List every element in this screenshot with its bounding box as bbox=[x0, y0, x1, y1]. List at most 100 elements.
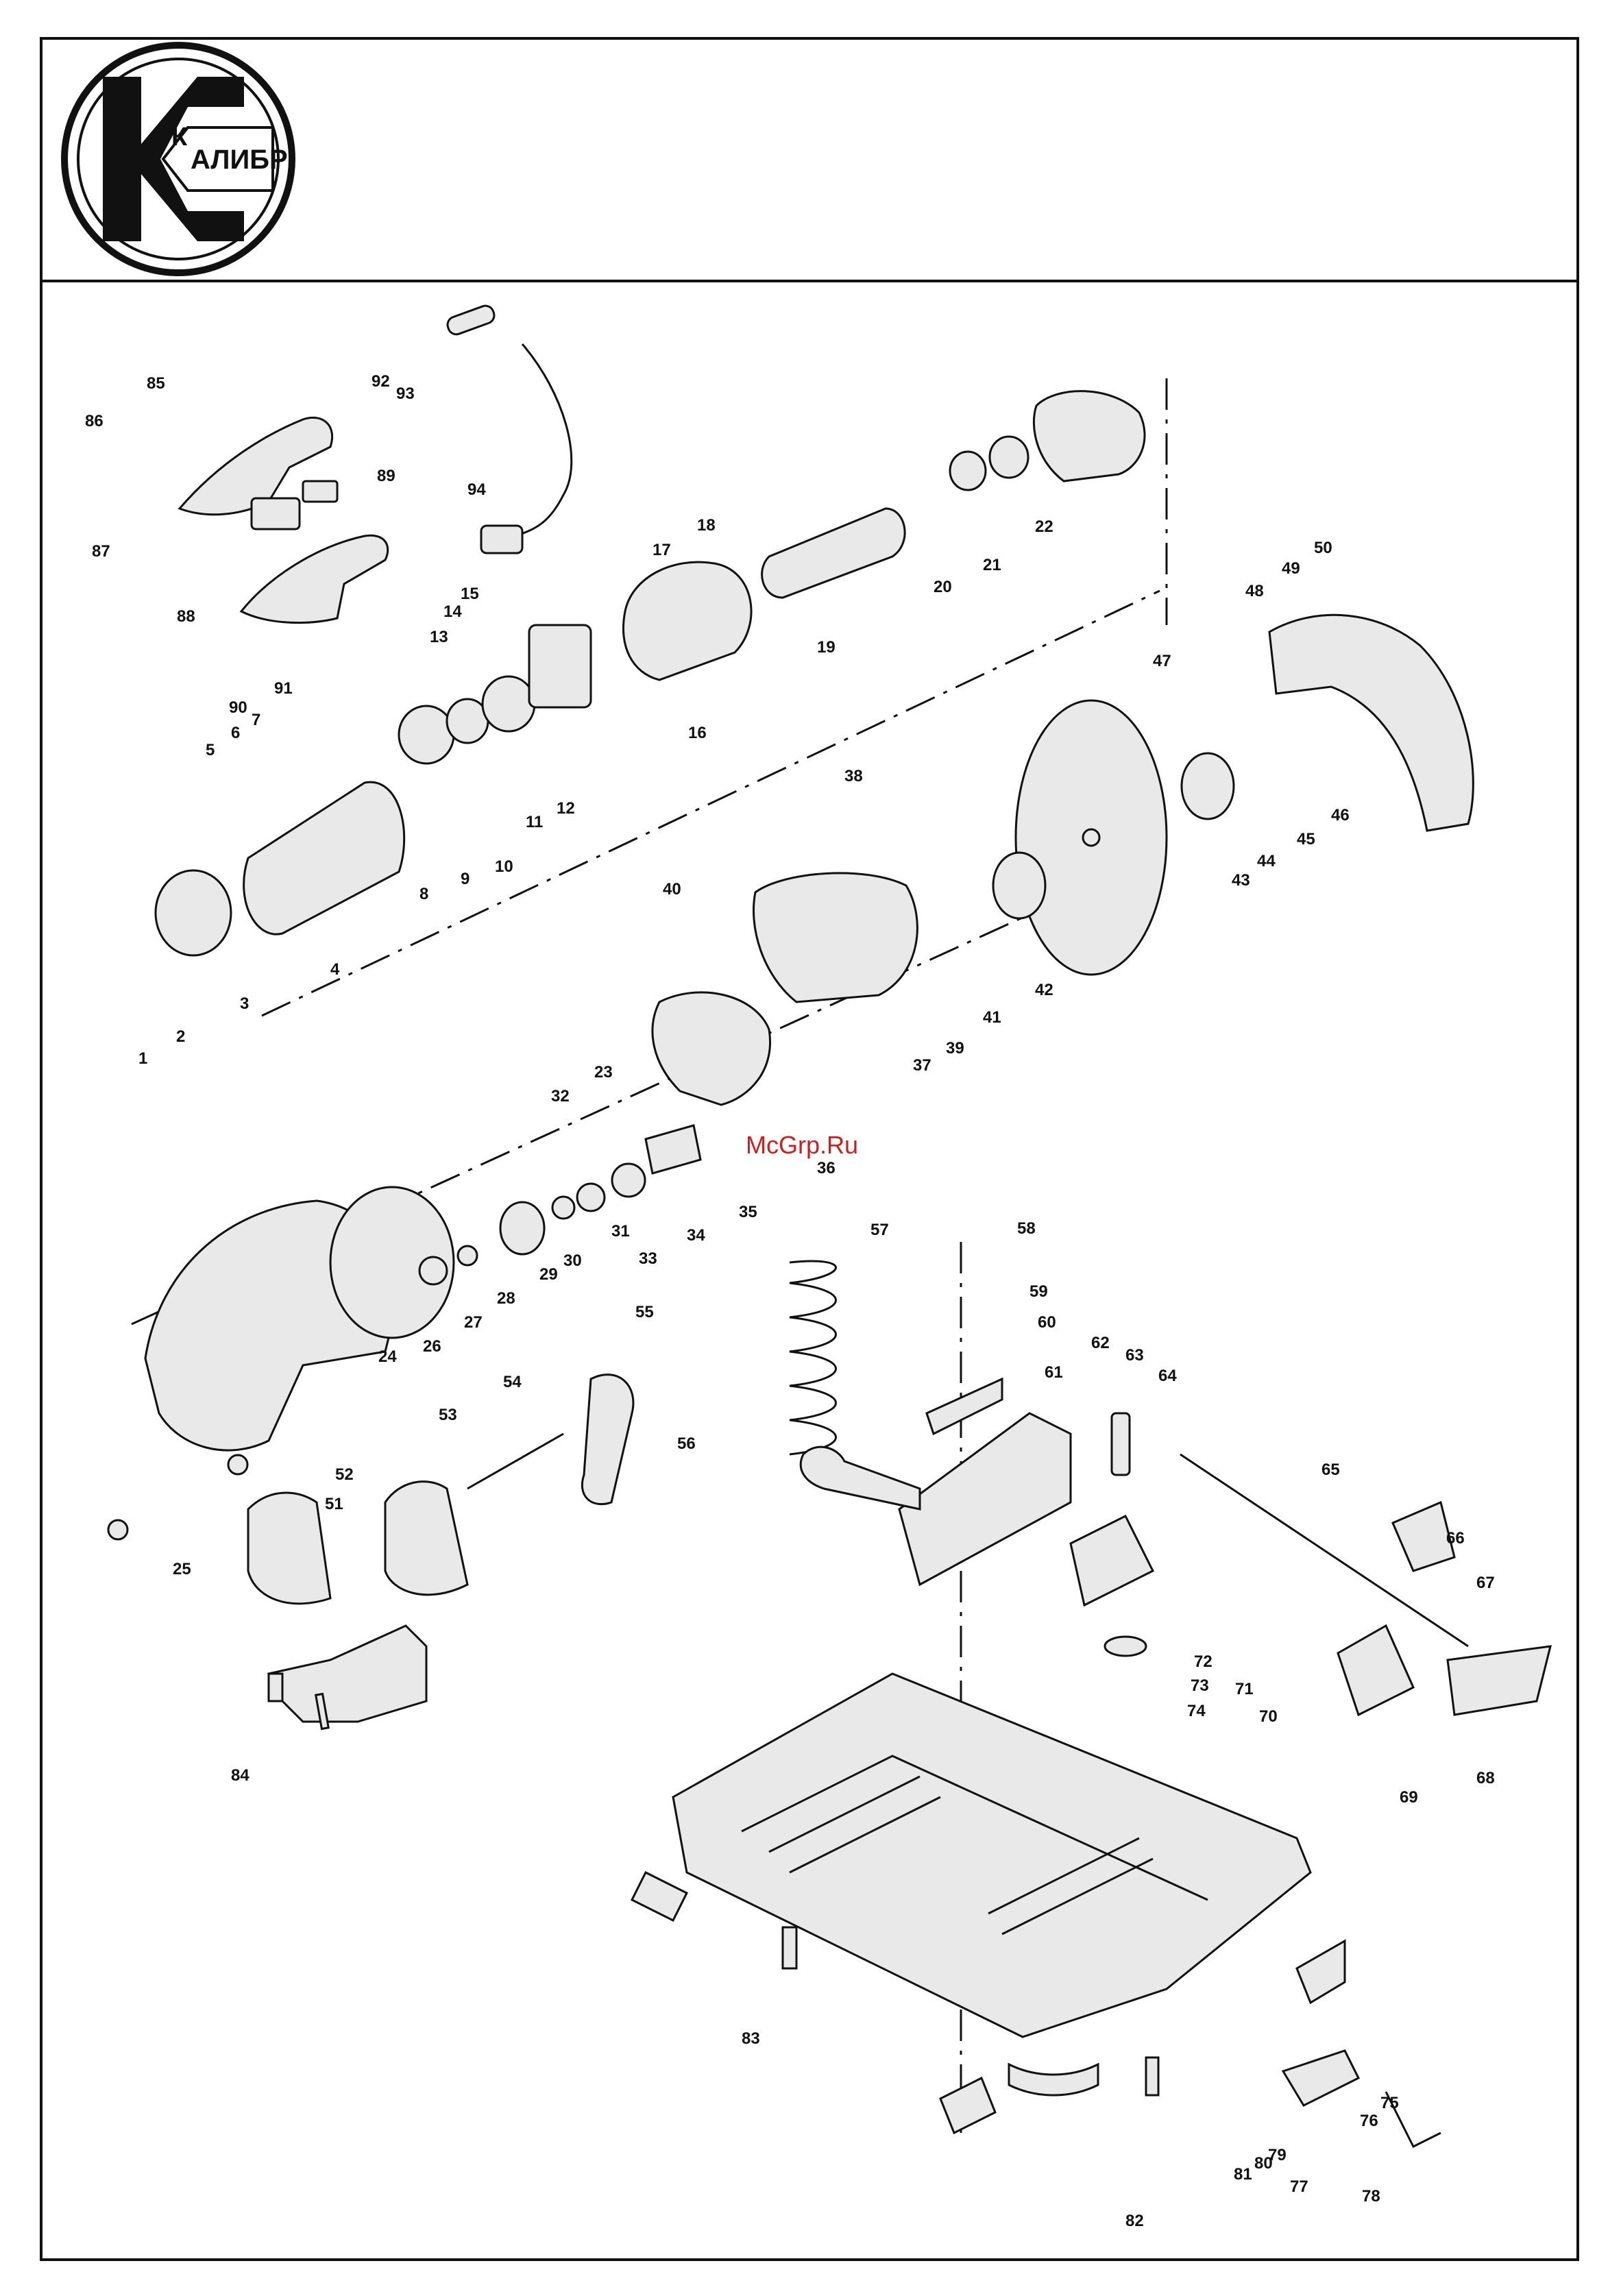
callout-26: 26 bbox=[423, 1337, 441, 1356]
callout-38: 38 bbox=[844, 767, 863, 785]
callout-53: 53 bbox=[439, 1406, 457, 1424]
blade-guard bbox=[653, 615, 1473, 1105]
callout-51: 51 bbox=[325, 1495, 343, 1513]
kalibr-logo: К АЛИБР bbox=[60, 41, 297, 278]
callout-9: 9 bbox=[461, 870, 470, 888]
callout-4: 4 bbox=[330, 960, 340, 979]
callout-39: 39 bbox=[946, 1039, 964, 1058]
callout-87: 87 bbox=[92, 542, 110, 561]
callout-70: 70 bbox=[1259, 1707, 1278, 1726]
callout-2: 2 bbox=[176, 1027, 185, 1046]
callout-23a: 23 bbox=[594, 1063, 613, 1082]
callout-93: 93 bbox=[396, 384, 415, 403]
callout-7: 7 bbox=[252, 711, 260, 729]
logo-letter: К bbox=[171, 123, 188, 151]
callout-1: 1 bbox=[138, 1049, 147, 1068]
callout-61: 61 bbox=[1045, 1363, 1063, 1382]
callout-28: 28 bbox=[497, 1289, 515, 1308]
callout-78: 78 bbox=[1362, 2187, 1380, 2206]
callout-71: 71 bbox=[1235, 1680, 1254, 1698]
callout-83: 83 bbox=[742, 2029, 760, 2048]
handle-upper bbox=[180, 417, 388, 622]
callout-52: 52 bbox=[335, 1465, 354, 1484]
callout-91: 91 bbox=[274, 679, 293, 698]
callout-59: 59 bbox=[1029, 1282, 1048, 1301]
callout-65: 65 bbox=[1321, 1461, 1340, 1479]
support-bracket bbox=[269, 1626, 426, 1729]
callout-72: 72 bbox=[1194, 1652, 1212, 1671]
callout-92: 92 bbox=[371, 372, 390, 391]
callout-57: 57 bbox=[870, 1221, 889, 1239]
callout-31: 31 bbox=[611, 1222, 630, 1241]
callout-32: 32 bbox=[551, 1087, 570, 1106]
callout-24a: 24 bbox=[378, 1347, 397, 1366]
callout-56: 56 bbox=[677, 1434, 696, 1453]
callout-8: 8 bbox=[419, 885, 428, 903]
callout-82: 82 bbox=[1125, 2212, 1144, 2230]
callout-69: 69 bbox=[1400, 1788, 1418, 1807]
callout-80: 80 bbox=[1254, 2154, 1273, 2173]
callout-34: 34 bbox=[687, 1226, 705, 1245]
callout-27: 27 bbox=[464, 1313, 483, 1332]
callout-18: 18 bbox=[697, 516, 716, 535]
callout-94: 94 bbox=[467, 480, 486, 499]
callout-77: 77 bbox=[1290, 2177, 1308, 2196]
callout-84: 84 bbox=[231, 1766, 249, 1785]
callout-20: 20 bbox=[934, 578, 952, 596]
callout-81: 81 bbox=[1234, 2165, 1252, 2184]
callout-5: 5 bbox=[206, 741, 215, 759]
callout-74: 74 bbox=[1187, 1702, 1206, 1720]
callout-37: 37 bbox=[913, 1056, 931, 1075]
callout-67: 67 bbox=[1476, 1574, 1495, 1592]
callout-48: 48 bbox=[1245, 582, 1264, 600]
callout-21: 21 bbox=[983, 556, 1001, 574]
callout-35: 35 bbox=[739, 1203, 757, 1221]
callout-41: 41 bbox=[983, 1008, 1001, 1027]
callout-63: 63 bbox=[1125, 1346, 1144, 1365]
power-cord bbox=[446, 304, 572, 553]
callout-58: 58 bbox=[1017, 1219, 1036, 1238]
callout-55: 55 bbox=[635, 1303, 654, 1321]
callout-73: 73 bbox=[1191, 1676, 1209, 1695]
callout-36: 36 bbox=[817, 1159, 836, 1177]
callout-10: 10 bbox=[495, 857, 513, 876]
callout-49: 49 bbox=[1282, 559, 1300, 578]
exploded-parts-diagram: 1 2 3 4 5 6 7 8 9 10 11 12 13 14 15 16 1… bbox=[42, 282, 1578, 2259]
callout-17: 17 bbox=[653, 541, 671, 559]
callout-90: 90 bbox=[229, 698, 247, 717]
callout-76: 76 bbox=[1360, 2112, 1378, 2130]
callout-12: 12 bbox=[557, 799, 575, 818]
callout-86: 86 bbox=[85, 412, 103, 430]
callout-45: 45 bbox=[1297, 830, 1315, 848]
callout-11: 11 bbox=[526, 813, 543, 831]
spring-vise-group bbox=[790, 1261, 1550, 1715]
callout-16: 16 bbox=[688, 724, 707, 742]
callout-6: 6 bbox=[231, 724, 240, 742]
callout-44: 44 bbox=[1257, 852, 1276, 870]
callout-15: 15 bbox=[461, 585, 479, 603]
callout-64: 64 bbox=[1158, 1367, 1177, 1385]
logo-text: АЛИБР bbox=[191, 145, 288, 175]
callout-29: 29 bbox=[539, 1265, 558, 1284]
callout-42: 42 bbox=[1035, 981, 1053, 999]
callout-89: 89 bbox=[377, 467, 395, 485]
callout-50: 50 bbox=[1314, 539, 1332, 557]
callout-33: 33 bbox=[639, 1249, 657, 1268]
callout-75: 75 bbox=[1380, 2094, 1399, 2112]
callout-13: 13 bbox=[430, 628, 448, 646]
callout-60: 60 bbox=[1038, 1313, 1056, 1332]
callout-40: 40 bbox=[663, 880, 681, 899]
gearbox-arm bbox=[108, 1125, 700, 1604]
callout-30: 30 bbox=[563, 1251, 582, 1270]
callout-3: 3 bbox=[240, 994, 249, 1013]
callout-88: 88 bbox=[177, 607, 195, 626]
callout-54: 54 bbox=[503, 1373, 522, 1391]
callout-19: 19 bbox=[817, 638, 836, 657]
callout-62: 62 bbox=[1091, 1334, 1110, 1352]
callout-68: 68 bbox=[1476, 1769, 1495, 1787]
callout-85: 85 bbox=[147, 374, 165, 393]
callout-43: 43 bbox=[1232, 871, 1250, 890]
callout-46: 46 bbox=[1331, 806, 1350, 825]
base-plate bbox=[632, 1674, 1441, 2147]
callout-47: 47 bbox=[1153, 652, 1171, 670]
